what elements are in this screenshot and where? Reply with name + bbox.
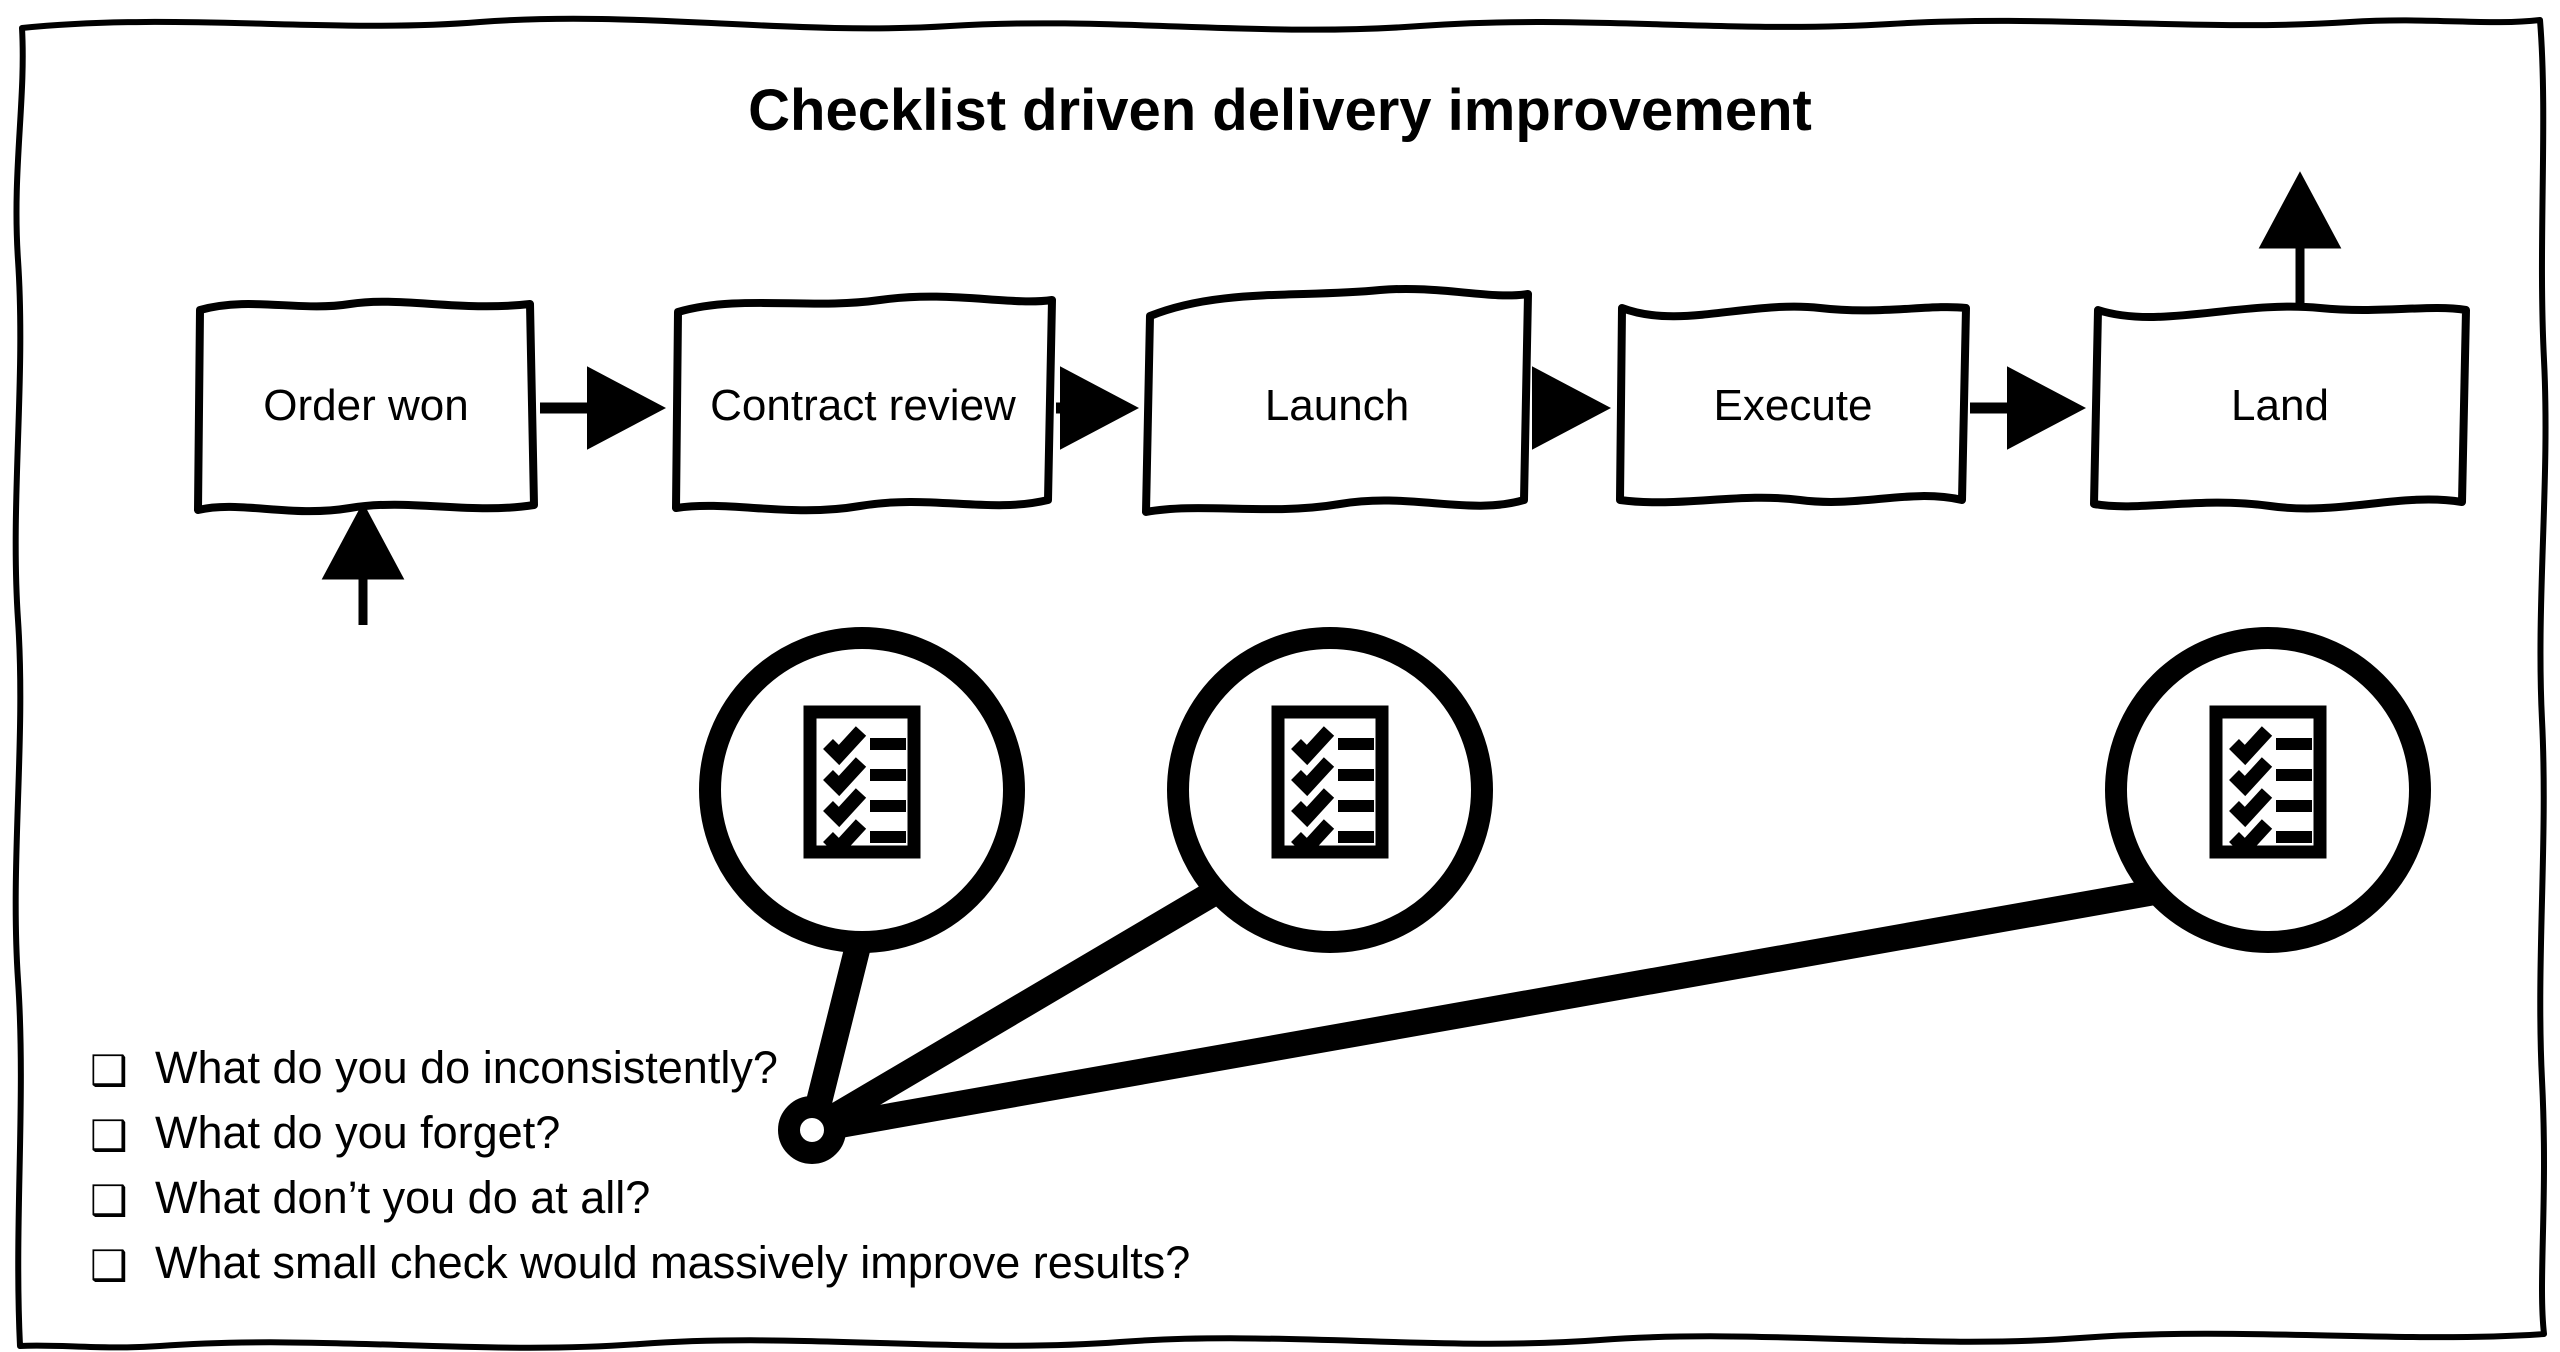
process-step-land[interactable]: Land — [2090, 302, 2470, 513]
list-item[interactable]: ❑ What small check would massively impro… — [90, 1237, 1190, 1290]
hub-ring — [778, 1096, 846, 1164]
process-step-contract-review[interactable]: Contract review — [672, 292, 1056, 515]
list-item[interactable]: ❑ What don’t you do at all? — [90, 1172, 650, 1225]
process-step-label: Execute — [1714, 381, 1873, 430]
checklist-circle-2[interactable] — [1167, 627, 1493, 953]
connector-hub[interactable] — [778, 1096, 846, 1164]
hub-line-to-circle-2 — [799, 875, 1235, 1143]
list-item[interactable]: ❑ What do you forget? — [90, 1107, 560, 1160]
process-step-label: Order won — [263, 381, 468, 430]
checkbox-bullet-icon: ❑ — [90, 1176, 128, 1225]
process-step-label: Launch — [1265, 381, 1409, 430]
checklist-questions-list: ❑ What do you do inconsistently? ❑ What … — [90, 1042, 1190, 1290]
process-step-label: Land — [2231, 381, 2329, 430]
hub-line-to-circle-3 — [799, 877, 2179, 1143]
circle-outline — [1167, 627, 1493, 953]
slide-title: Checklist driven delivery improvement — [748, 78, 1812, 143]
process-step-label: Contract review — [710, 381, 1016, 430]
process-step-execute[interactable]: Execute — [1616, 302, 1970, 507]
checkbox-bullet-icon: ❑ — [90, 1111, 128, 1160]
checklist-circle-3[interactable] — [2105, 627, 2431, 953]
slide-border — [12, 15, 2549, 1351]
process-step-launch[interactable]: Launch — [1142, 284, 1532, 516]
question-text: What do you do inconsistently? — [155, 1042, 778, 1093]
hub-connector-lines — [799, 875, 2179, 1143]
question-text: What don’t you do at all? — [155, 1172, 650, 1223]
checkbox-bullet-icon: ❑ — [90, 1046, 128, 1095]
checklist-circle-1[interactable] — [699, 627, 1025, 953]
circle-outline — [2105, 627, 2431, 953]
question-text: What small check would massively improve… — [155, 1237, 1190, 1288]
hub-line-to-circle-1 — [799, 917, 875, 1143]
checkbox-bullet-icon: ❑ — [90, 1241, 128, 1290]
process-step-order-won[interactable]: Order won — [194, 297, 538, 516]
question-text: What do you forget? — [155, 1107, 560, 1158]
circle-outline — [699, 627, 1025, 953]
list-item[interactable]: ❑ What do you do inconsistently? — [90, 1042, 778, 1095]
